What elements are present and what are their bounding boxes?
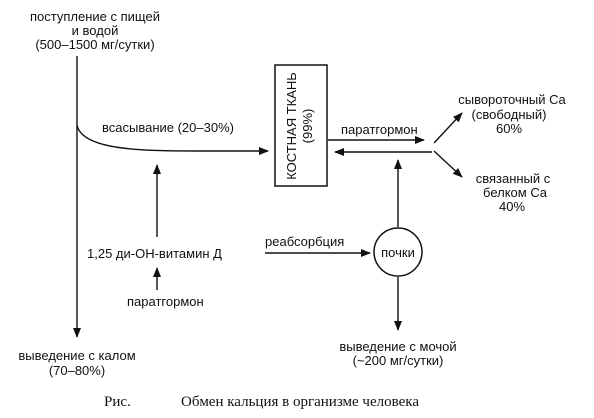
protein-bound-line1: связанный с (476, 171, 551, 186)
kidneys-label: почки (381, 245, 415, 260)
kidneys-circle (373, 227, 423, 277)
protein-bound-line2: белком Ca (483, 185, 548, 200)
caption-prefix: Рис. (104, 394, 131, 410)
absorption-arrow (76, 124, 269, 155)
serum-free-line3: 60% (496, 121, 522, 136)
intake-label-line2: и водой (72, 23, 119, 38)
pth-bottom-label: паратгормон (127, 294, 204, 309)
intake-label-line1: поступление с пищей (30, 9, 160, 24)
fecal-line1: выведение с калом (18, 348, 135, 363)
urine-line2: (~200 мг/сутки) (353, 353, 444, 368)
intake-label-line3: (500–1500 мг/сутки) (35, 37, 154, 52)
free-ca-arrow (433, 112, 463, 144)
bone-tissue-label: КОСТНАЯ ТКАНЬ (284, 72, 299, 180)
protein-bound-line3: 40% (499, 199, 525, 214)
reabsorption-label: реабсорбция (265, 234, 344, 249)
absorption-label: всасывание (20–30%) (102, 120, 234, 135)
bone-tissue-box (274, 64, 328, 187)
bone-tissue-percent: (99%) (300, 109, 315, 144)
caption-text: Обмен кальция в организме человека (181, 394, 419, 410)
pth-right-label: паратгормон (341, 122, 418, 137)
serum-free-line1: сывороточный Ca (458, 92, 566, 107)
fecal-line2: (70–80%) (49, 363, 105, 378)
serum-free-line2: (свободный) (472, 107, 547, 122)
vitamin-d-label: 1,25 ди-ОН-витамин Д (87, 246, 222, 261)
bound-ca-arrow (433, 150, 463, 178)
urine-line1: выведение с мочой (339, 339, 456, 354)
